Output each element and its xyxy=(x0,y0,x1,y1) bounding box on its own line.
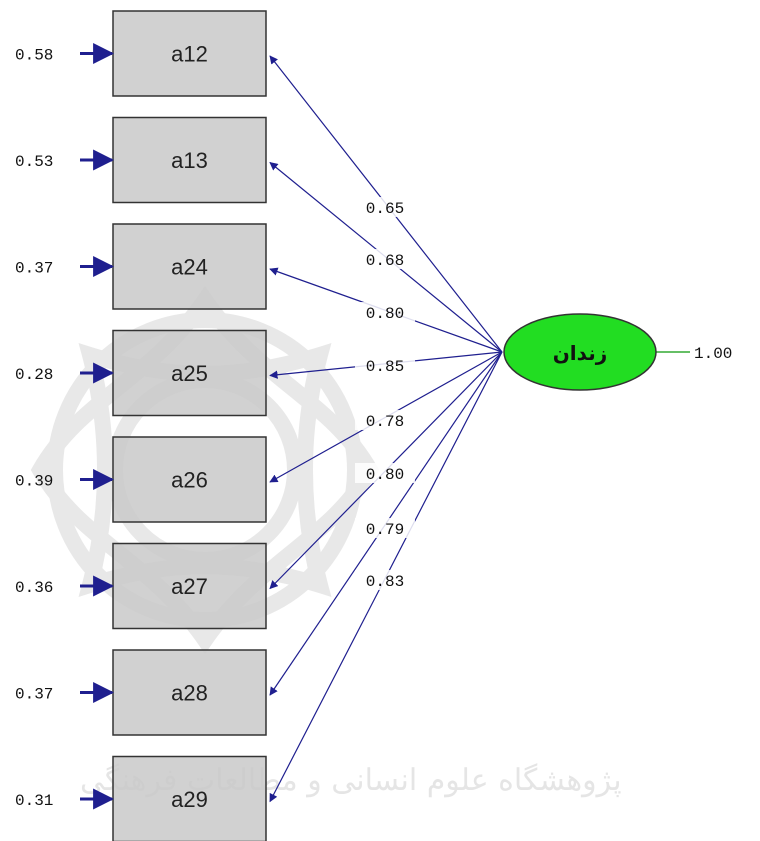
indicator-box-a26 xyxy=(112,436,267,523)
indicator-label: a12 xyxy=(171,42,208,67)
indicator-box-a25 xyxy=(112,329,267,417)
loading-value-label: 0.80 xyxy=(366,466,404,484)
indicator-box-a27 xyxy=(112,542,267,630)
loading-value-label: 0.68 xyxy=(366,252,404,270)
indicator-box-a12 xyxy=(112,10,267,97)
error-variance-label: 0.37 xyxy=(15,686,53,704)
latent-label: زندان xyxy=(553,343,608,365)
latent-variable: زندان 1.00 xyxy=(503,313,732,391)
loading-value-label: 0.83 xyxy=(366,573,404,591)
loading-label-bg xyxy=(355,463,415,483)
error-variance-label: 0.39 xyxy=(15,473,53,491)
loading-label-bg xyxy=(355,570,415,590)
loading-label-bg xyxy=(355,518,415,538)
error-variance-label: 0.58 xyxy=(15,47,53,65)
error-variance-label: 0.31 xyxy=(15,792,53,810)
loading-value-label: 0.78 xyxy=(366,413,404,431)
indicator-label: a26 xyxy=(171,468,208,493)
error-variance-label: 0.28 xyxy=(15,366,53,384)
latent-variance-value: 1.00 xyxy=(694,345,732,363)
indicator-label: a29 xyxy=(171,787,208,812)
latent-ellipse xyxy=(503,313,657,391)
loading-value-label: 0.65 xyxy=(366,200,404,218)
indicator-label: a24 xyxy=(171,255,208,280)
error-variance-label: 0.53 xyxy=(15,153,53,171)
error-variance-label: 0.37 xyxy=(15,260,53,278)
loading-value-label: 0.80 xyxy=(366,305,404,323)
indicator-box-a24 xyxy=(112,223,267,310)
loading-label-bg xyxy=(355,410,415,430)
loading-label-bg xyxy=(355,302,415,322)
loading-value-label: 0.85 xyxy=(366,358,404,376)
error-variance-label: 0.36 xyxy=(15,579,53,597)
indicator-label: a27 xyxy=(171,574,208,599)
loading-value-label: 0.79 xyxy=(366,521,404,539)
loading-label-bg xyxy=(355,197,415,217)
loading-label-bg xyxy=(355,249,415,269)
indicator-label: a25 xyxy=(171,361,208,386)
loading-label-bg xyxy=(355,355,415,375)
indicator-label: a13 xyxy=(171,148,208,173)
indicator-label: a28 xyxy=(171,681,208,706)
indicator-box-a28 xyxy=(112,649,267,736)
indicator-box-a13 xyxy=(112,116,267,204)
